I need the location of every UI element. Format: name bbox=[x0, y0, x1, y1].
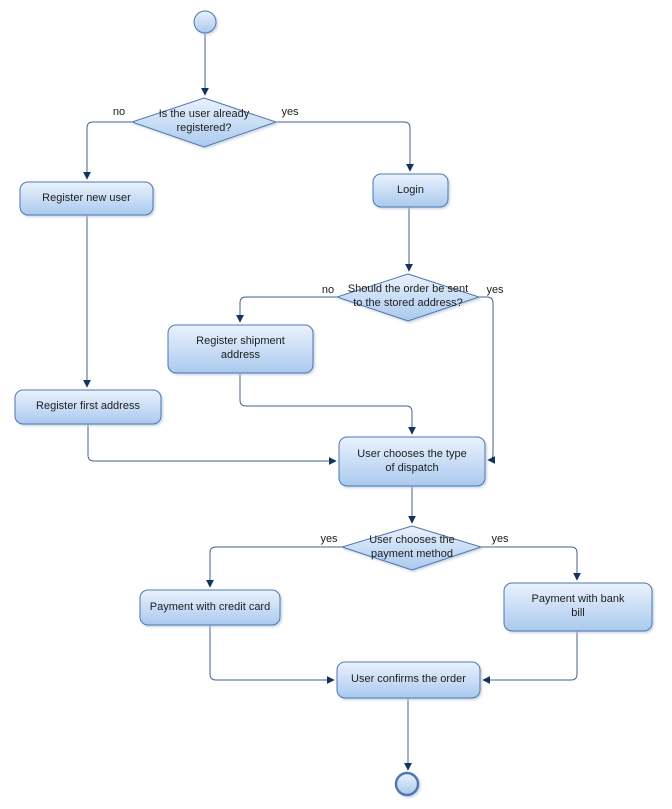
edge-payment-yes-to-bank-bill bbox=[481, 546, 581, 581]
edge-stored-no-to-register-shipment bbox=[236, 296, 337, 323]
choose-dispatch-shape bbox=[338, 436, 486, 487]
decision-payment-method-shape bbox=[340, 525, 483, 571]
edge-bank-bill-to-confirm bbox=[482, 631, 578, 684]
nodes bbox=[14, 10, 653, 797]
payment-credit-card-shape bbox=[139, 589, 281, 626]
edge-registered-yes-to-login bbox=[276, 121, 414, 172]
edge-first-address-to-choose-dispatch bbox=[87, 424, 337, 465]
edge-payment-yes-to-credit-card bbox=[206, 546, 342, 588]
edge-register-shipment-to-choose-dispatch bbox=[239, 373, 416, 435]
decision-registered-shape bbox=[130, 97, 278, 148]
register-first-address-shape bbox=[14, 389, 162, 425]
confirm-order-shape bbox=[336, 661, 481, 699]
final-node bbox=[394, 771, 420, 797]
edge-registered-no-to-register-new-user bbox=[83, 121, 132, 180]
register-shipment-address-shape bbox=[167, 324, 314, 374]
decision-stored-address-shape bbox=[335, 273, 481, 322]
initial-node bbox=[193, 10, 217, 34]
connectors bbox=[83, 33, 581, 771]
payment-bank-bill-shape bbox=[503, 582, 653, 632]
register-new-user-shape bbox=[19, 181, 154, 216]
edge-stored-yes-to-choose-dispatch bbox=[479, 296, 496, 464]
login-shape bbox=[372, 173, 449, 208]
edge-credit-card-to-confirm bbox=[209, 625, 335, 684]
